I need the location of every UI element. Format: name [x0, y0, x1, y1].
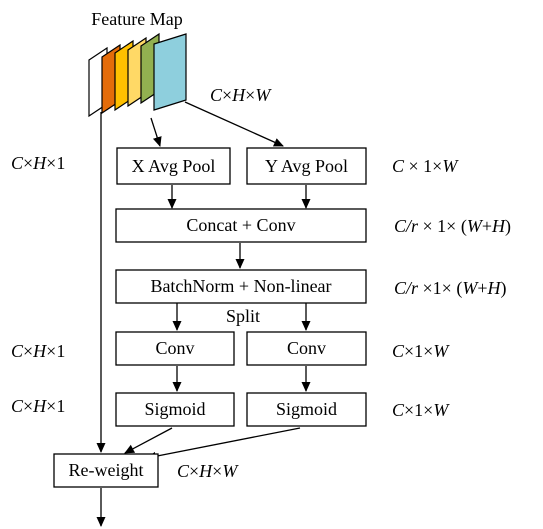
input-dim-label: C×H×W — [210, 85, 272, 105]
dim-part: × — [212, 461, 222, 481]
dim-part: × — [23, 396, 33, 416]
concat-conv-box — [115, 208, 367, 243]
conv-right-box — [246, 331, 367, 366]
sigmoid-left-box — [115, 392, 235, 427]
y-side-dim-label: C × 1×W — [392, 156, 459, 176]
dim-part: W — [442, 156, 459, 176]
sigmoid-left-label: Sigmoid — [144, 399, 205, 419]
dim-part: + — [482, 216, 492, 236]
dim-part: × — [23, 153, 33, 173]
dim-part: H — [231, 85, 246, 105]
dim-part: C — [392, 341, 405, 361]
dim-part: × — [23, 341, 33, 361]
concat-dim-label: C/r × 1× (W+H) — [394, 216, 511, 237]
batchnorm-label: BatchNorm + Non-linear — [150, 276, 331, 296]
dim-part: × 1× ( — [418, 216, 467, 237]
x-avg-pool-box — [116, 147, 231, 185]
boxes — [53, 147, 367, 488]
dim-part: C/r — [394, 216, 419, 236]
dim-part: C — [392, 156, 405, 176]
feature-map-slice-6 — [153, 33, 187, 111]
dim-part: C — [11, 153, 24, 173]
batchnorm-box — [115, 269, 367, 304]
sigmoid-right-label: Sigmoid — [276, 399, 337, 419]
dim-part: ) — [500, 278, 506, 299]
connectors — [96, 101, 311, 527]
y-avg-pool-box — [246, 147, 367, 185]
x-side-dim-label: C×H×1 — [11, 153, 65, 173]
dim-part: H — [32, 153, 47, 173]
dim-part: ×1 — [46, 341, 65, 361]
output-dim-label: C×H×W — [177, 461, 239, 481]
arrow-input-to-y-pool — [184, 101, 284, 147]
conv-right-dim-label: C×1×W — [392, 341, 450, 361]
dim-part: W — [467, 216, 484, 236]
arrow-sigmoid-right-to-reweight — [146, 427, 301, 461]
dim-part: C — [11, 396, 24, 416]
dim-part: H — [491, 216, 506, 236]
dim-part: × 1× — [404, 156, 442, 176]
arrow-sigmoid-left-to-reweight — [124, 427, 173, 454]
conv-left-box — [115, 331, 235, 366]
dim-part: C — [210, 85, 223, 105]
split-label: Split — [226, 306, 260, 326]
dim-part: C — [392, 400, 405, 420]
bn-dim-label: C/r ×1× (W+H) — [394, 278, 506, 299]
conv-left-dim-label: C×H×1 — [11, 341, 65, 361]
dim-part: C — [177, 461, 190, 481]
dim-part: C — [11, 341, 24, 361]
dim-part: × — [245, 85, 255, 105]
dim-part: + — [477, 278, 487, 298]
dim-part: H — [32, 341, 47, 361]
dim-part: ×1× — [404, 341, 433, 361]
dim-part: ×1 — [46, 396, 65, 416]
dim-part: ) — [505, 216, 511, 237]
y-avg-pool-label: Y Avg Pool — [265, 156, 348, 176]
concat-conv-label: Concat + Conv — [186, 215, 295, 235]
sig-left-dim-label: C×H×1 — [11, 396, 65, 416]
dim-part: C/r — [394, 278, 419, 298]
dim-part: H — [486, 278, 501, 298]
x-avg-pool-label: X Avg Pool — [132, 156, 216, 176]
dim-part: W — [255, 85, 272, 105]
dim-part: ×1× ( — [418, 278, 462, 299]
diagram-title: Feature Map — [91, 9, 182, 29]
dim-part: W — [462, 278, 479, 298]
dim-part: ×1 — [46, 153, 65, 173]
reweight-label: Re-weight — [69, 460, 144, 480]
conv-left-label: Conv — [155, 338, 194, 358]
conv-right-label: Conv — [287, 338, 326, 358]
dim-part: W — [222, 461, 239, 481]
dim-part: × — [222, 85, 232, 105]
arrow-input-to-x-pool — [150, 117, 162, 147]
sig-right-dim-label: C×1×W — [392, 400, 450, 420]
feature-map-stack — [88, 32, 187, 118]
dim-part: H — [198, 461, 213, 481]
dim-part: W — [433, 341, 450, 361]
dim-part: ×1× — [404, 400, 433, 420]
dim-part: W — [433, 400, 450, 420]
sigmoid-right-box — [246, 392, 367, 427]
reweight-box — [53, 453, 159, 488]
dim-part: × — [189, 461, 199, 481]
dim-part: H — [32, 396, 47, 416]
